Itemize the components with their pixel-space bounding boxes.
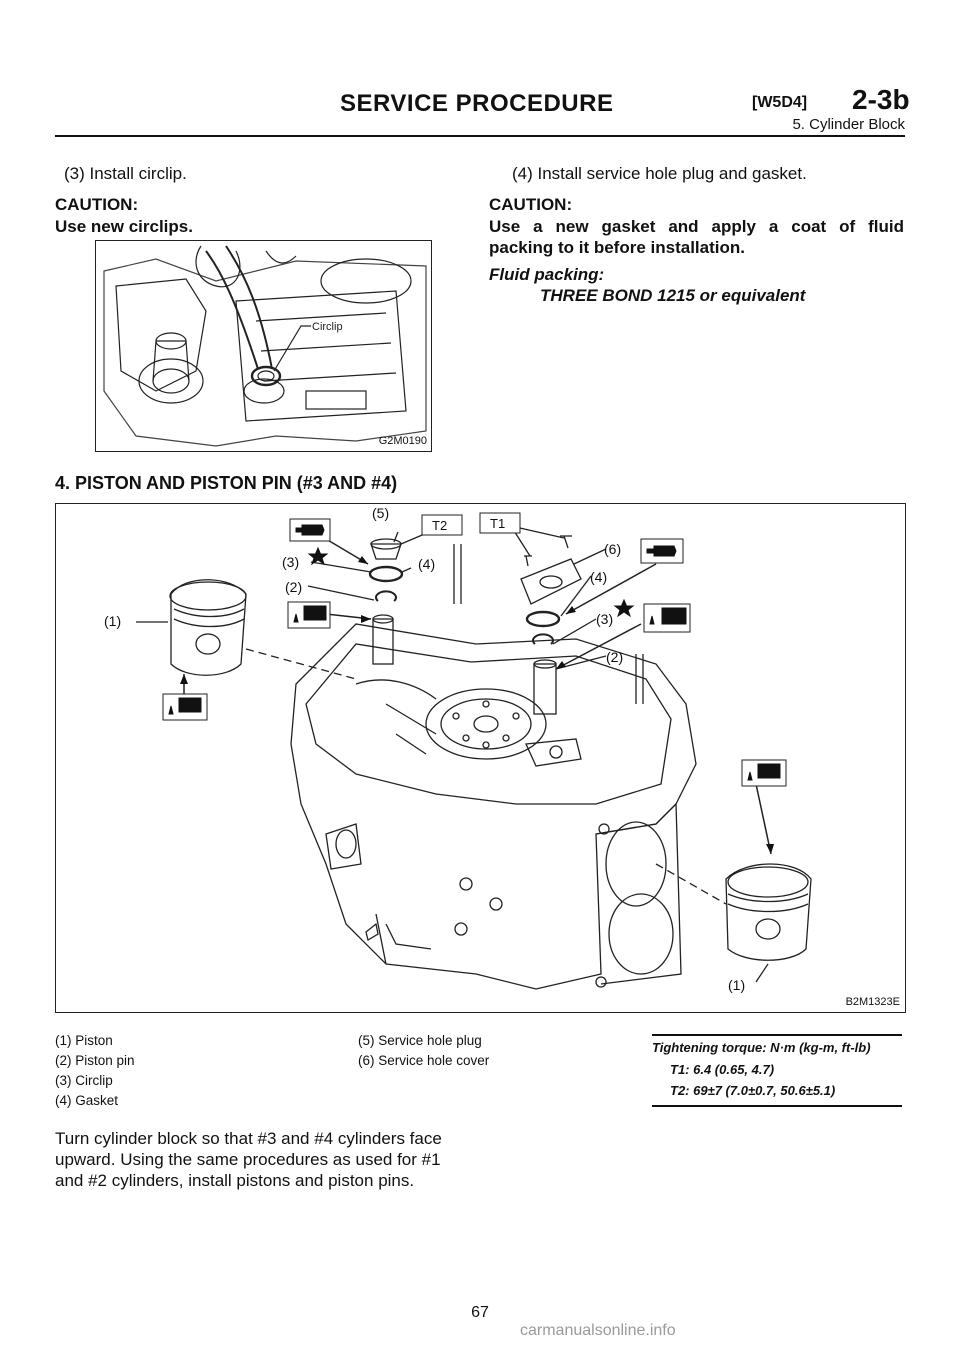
body-line-1: Turn cylinder block so that #3 and #4 cy… [55, 1129, 442, 1148]
left-caution-label: CAUTION: [55, 195, 139, 214]
section-title: 4. PISTON AND PISTON PIN (#3 AND #4) [55, 473, 398, 493]
piston-diagram: (5) T2 T1 (3) (4) (2) (1) (6) (4) (3) (2… [55, 503, 906, 1013]
callout-4-right: (4) [590, 569, 607, 585]
star-icon-right [613, 598, 635, 618]
header-code: [W5D4] [752, 94, 808, 111]
torque-heading: Tightening torque: N·m (kg-m, ft-lb) [652, 1040, 871, 1055]
t1-box [479, 512, 521, 534]
legend-item: (4) Gasket [55, 1093, 119, 1108]
callout-4-left: (4) [418, 556, 435, 572]
figure-id-g2m0190: G2M0190 [378, 435, 427, 447]
callout-3-right: (3) [596, 611, 613, 627]
page-number: 67 [471, 1304, 489, 1321]
right-caution-line1: Use a new gasket and apply a coat of flu… [489, 217, 904, 236]
legend-item: (1) Piston [55, 1033, 113, 1048]
callout-3-left: (3) [282, 554, 299, 570]
oil-icon-piston-left [162, 693, 208, 721]
torque-t2: T2: 69±7 (7.0±0.7, 50.6±5.1) [670, 1083, 836, 1098]
body-line-2: upward. Using the same procedures as use… [55, 1150, 441, 1169]
right-caution-line2: packing to it before installation. [489, 238, 745, 257]
torque-rule-bottom [652, 1105, 902, 1107]
callout-t2: T2 [432, 518, 447, 533]
header-section: 2-3b [852, 84, 910, 115]
watermark: carmanualsonline.info [520, 1322, 676, 1339]
fluid-packing-value: THREE BOND 1215 or equivalent [540, 286, 806, 305]
legend-item: (5) Service hole plug [358, 1033, 482, 1048]
circlip-illustration: Circlip [103, 245, 427, 447]
legend-item: (6) Service hole cover [358, 1053, 490, 1068]
circlip-label: Circlip [312, 321, 343, 333]
callout-t1: T1 [490, 516, 505, 531]
callout-1-right: (1) [728, 977, 745, 993]
cylinder-block-illustration: (5) T2 T1 (3) (4) (2) (1) (6) (4) (3) (2… [104, 505, 812, 993]
callout-2-left: (2) [285, 579, 302, 595]
sealant-icon-top-right [640, 538, 684, 564]
fluid-packing-label: Fluid packing: [489, 265, 605, 284]
sealant-icon-top-left [289, 518, 331, 542]
right-caution-label: CAUTION: [489, 195, 573, 214]
legend-item: (2) Piston pin [55, 1053, 135, 1068]
t2-box [421, 514, 463, 536]
circlip-figure: Circlip G2M0190 [95, 240, 432, 452]
oil-icon-right [643, 603, 691, 633]
callout-2-right: (2) [606, 649, 623, 665]
torque-t1: T1: 6.4 (0.65, 4.7) [670, 1062, 775, 1077]
legend-right: (5) Service hole plug (6) Service hole c… [358, 1031, 489, 1071]
callout-6: (6) [604, 541, 621, 557]
callout-5: (5) [372, 505, 389, 521]
legend-item: (3) Circlip [55, 1073, 113, 1088]
figure-id-b2m1323e: B2M1323E [845, 996, 900, 1008]
callout-1-left: (1) [104, 613, 121, 629]
right-step: (4) Install service hole plug and gasket… [512, 164, 807, 183]
legend-left: (1) Piston (2) Piston pin (3) Circlip (4… [55, 1031, 135, 1111]
star-icon-left [307, 546, 329, 566]
left-caution-text: Use new circlips. [55, 217, 193, 236]
header-rule [55, 135, 905, 137]
oil-icon-left [287, 601, 331, 629]
torque-rule-top [652, 1034, 902, 1036]
oil-icon-piston-right [741, 759, 787, 787]
header-title: SERVICE PROCEDURE [340, 90, 614, 117]
lubrication-icons [162, 518, 787, 787]
left-step: (3) Install circlip. [64, 164, 187, 183]
header-subtitle: 5. Cylinder Block [792, 116, 905, 133]
body-line-3: and #2 cylinders, install pistons and pi… [55, 1171, 415, 1190]
